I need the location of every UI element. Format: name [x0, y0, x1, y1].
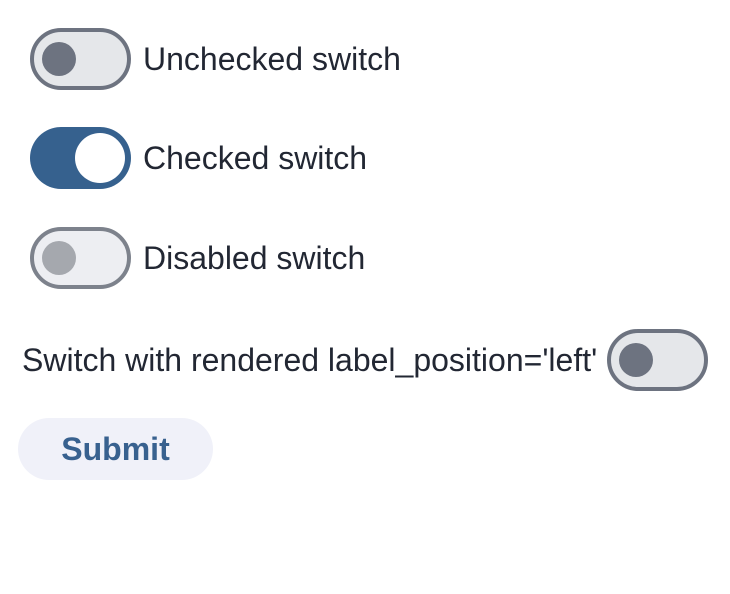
switch-row-unchecked: Unchecked switch [30, 28, 730, 90]
left-label-switch-toggle[interactable] [607, 329, 709, 391]
switch-knob-icon [42, 241, 76, 275]
unchecked-switch-toggle[interactable] [30, 28, 131, 90]
switch-knob-icon [619, 343, 654, 377]
switch-row-disabled: Disabled switch [30, 227, 730, 289]
switch-form: Unchecked switch Checked switch Disabled… [0, 28, 730, 480]
switch-row-label-left: Switch with rendered label_position='lef… [22, 329, 730, 391]
checked-switch-toggle[interactable] [30, 127, 131, 189]
disabled-switch-label: Disabled switch [143, 239, 366, 276]
submit-button[interactable]: Submit [18, 418, 213, 480]
switch-knob-icon [75, 133, 125, 183]
switch-knob-icon [42, 42, 76, 76]
disabled-switch-toggle [30, 227, 131, 289]
left-label-switch-label: Switch with rendered label_position='lef… [22, 341, 598, 378]
switch-row-checked: Checked switch [30, 127, 730, 189]
unchecked-switch-label: Unchecked switch [143, 40, 401, 77]
checked-switch-label: Checked switch [143, 139, 368, 176]
page: { "form": { "switches": [ { "label": "Un… [0, 28, 730, 594]
